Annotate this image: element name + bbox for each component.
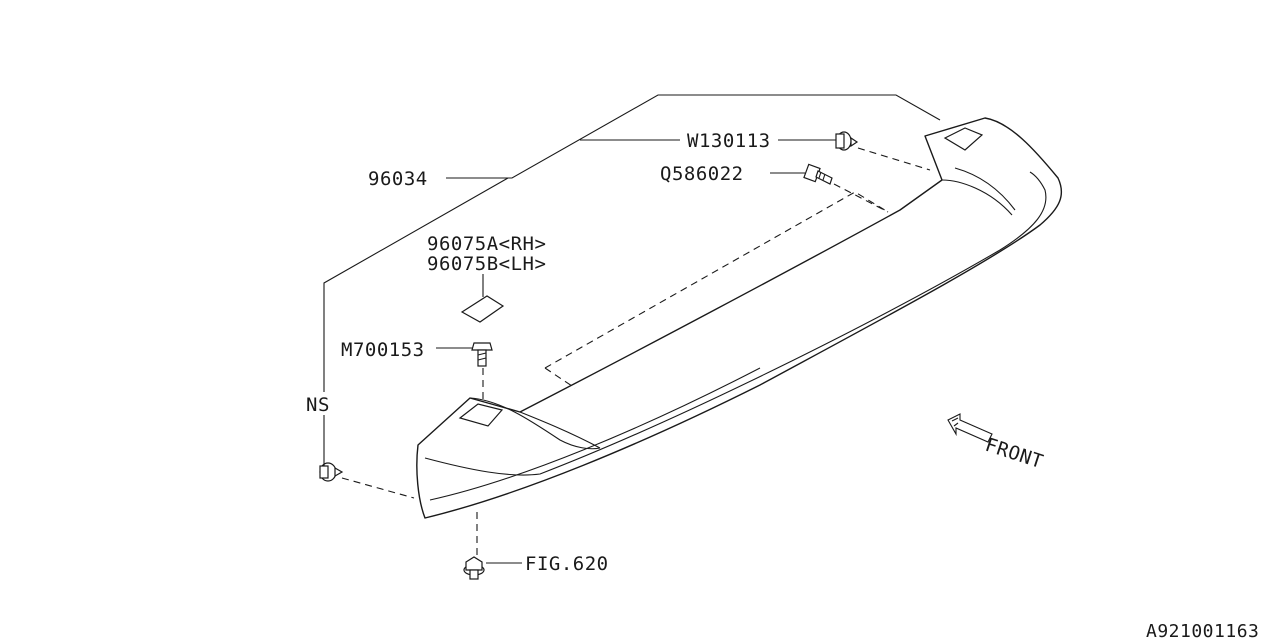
label-96034: 96034 (368, 168, 428, 190)
label-96075b: 96075B<LH> (427, 253, 546, 275)
label-q586022: Q586022 (660, 163, 744, 185)
label-ns: NS (306, 394, 330, 416)
label-fig620: FIG.620 (525, 553, 609, 575)
spacer-pad (460, 295, 505, 323)
rear-spoiler (416, 117, 1063, 519)
nut-fig620-icon (463, 556, 485, 580)
bolt-m700153-icon (471, 342, 493, 367)
clip-w130113-icon (835, 131, 859, 151)
label-96075a: 96075A<RH> (427, 233, 546, 255)
bolt-q586022-icon (803, 163, 833, 185)
label-w130113: W130113 (687, 130, 771, 152)
diagram-id: A921001163 (1146, 621, 1259, 640)
clip-ns-icon (319, 462, 344, 482)
front-label: FRONT (982, 434, 1046, 473)
front-arrow-icon (947, 413, 993, 443)
label-m700153: M700153 (341, 339, 425, 361)
